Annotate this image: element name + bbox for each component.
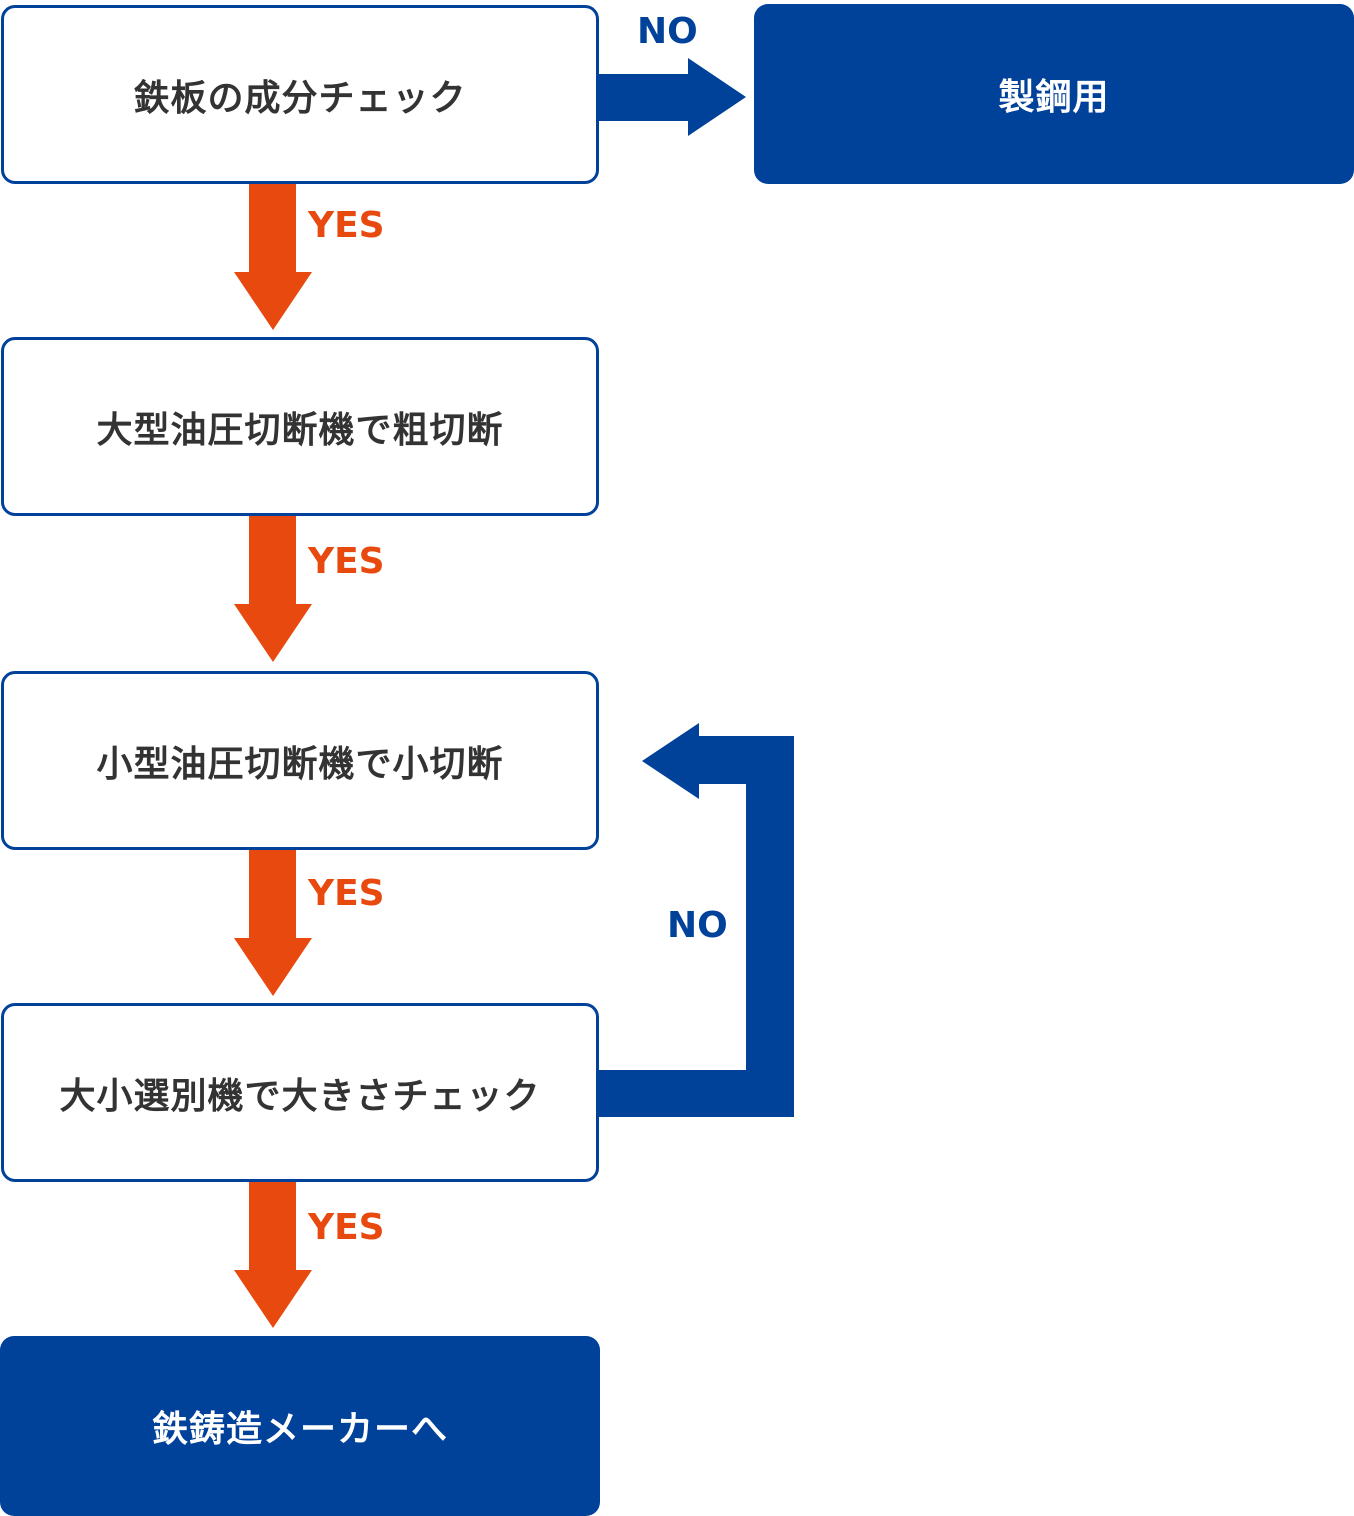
node-steelmaking: 製鋼用	[754, 4, 1354, 184]
no-label-loop: NO	[667, 905, 728, 946]
node-label: 鉄鋳造メーカーへ	[151, 1409, 448, 1450]
no-loop-arrow	[597, 723, 794, 1117]
node-component-check: 鉄板の成分チェック	[1, 5, 599, 184]
node-label: 鉄板の成分チェック	[133, 77, 467, 119]
no-arrow-right	[597, 58, 746, 136]
node-foundry: 鉄鋳造メーカーへ	[0, 1336, 600, 1516]
node-label: 大型油圧切断機で粗切断	[96, 409, 504, 451]
yes-label-2: YES	[308, 541, 385, 582]
node-label: 大小選別機で大きさチェック	[59, 1075, 541, 1117]
yes-label-1: YES	[308, 205, 385, 246]
node-label: 小型油圧切断機で小切断	[96, 743, 504, 785]
yes-arrow-2	[234, 514, 312, 662]
yes-arrow-1	[234, 182, 312, 330]
node-rough-cut: 大型油圧切断機で粗切断	[1, 337, 599, 516]
yes-arrow-3	[234, 848, 312, 996]
node-size-check: 大小選別機で大きさチェック	[1, 1003, 599, 1182]
node-label: 製鋼用	[998, 77, 1110, 118]
no-label-top: NO	[637, 11, 698, 52]
node-small-cut: 小型油圧切断機で小切断	[1, 671, 599, 850]
yes-label-4: YES	[308, 1207, 385, 1248]
yes-arrow-4	[234, 1180, 312, 1328]
yes-label-3: YES	[308, 873, 385, 914]
